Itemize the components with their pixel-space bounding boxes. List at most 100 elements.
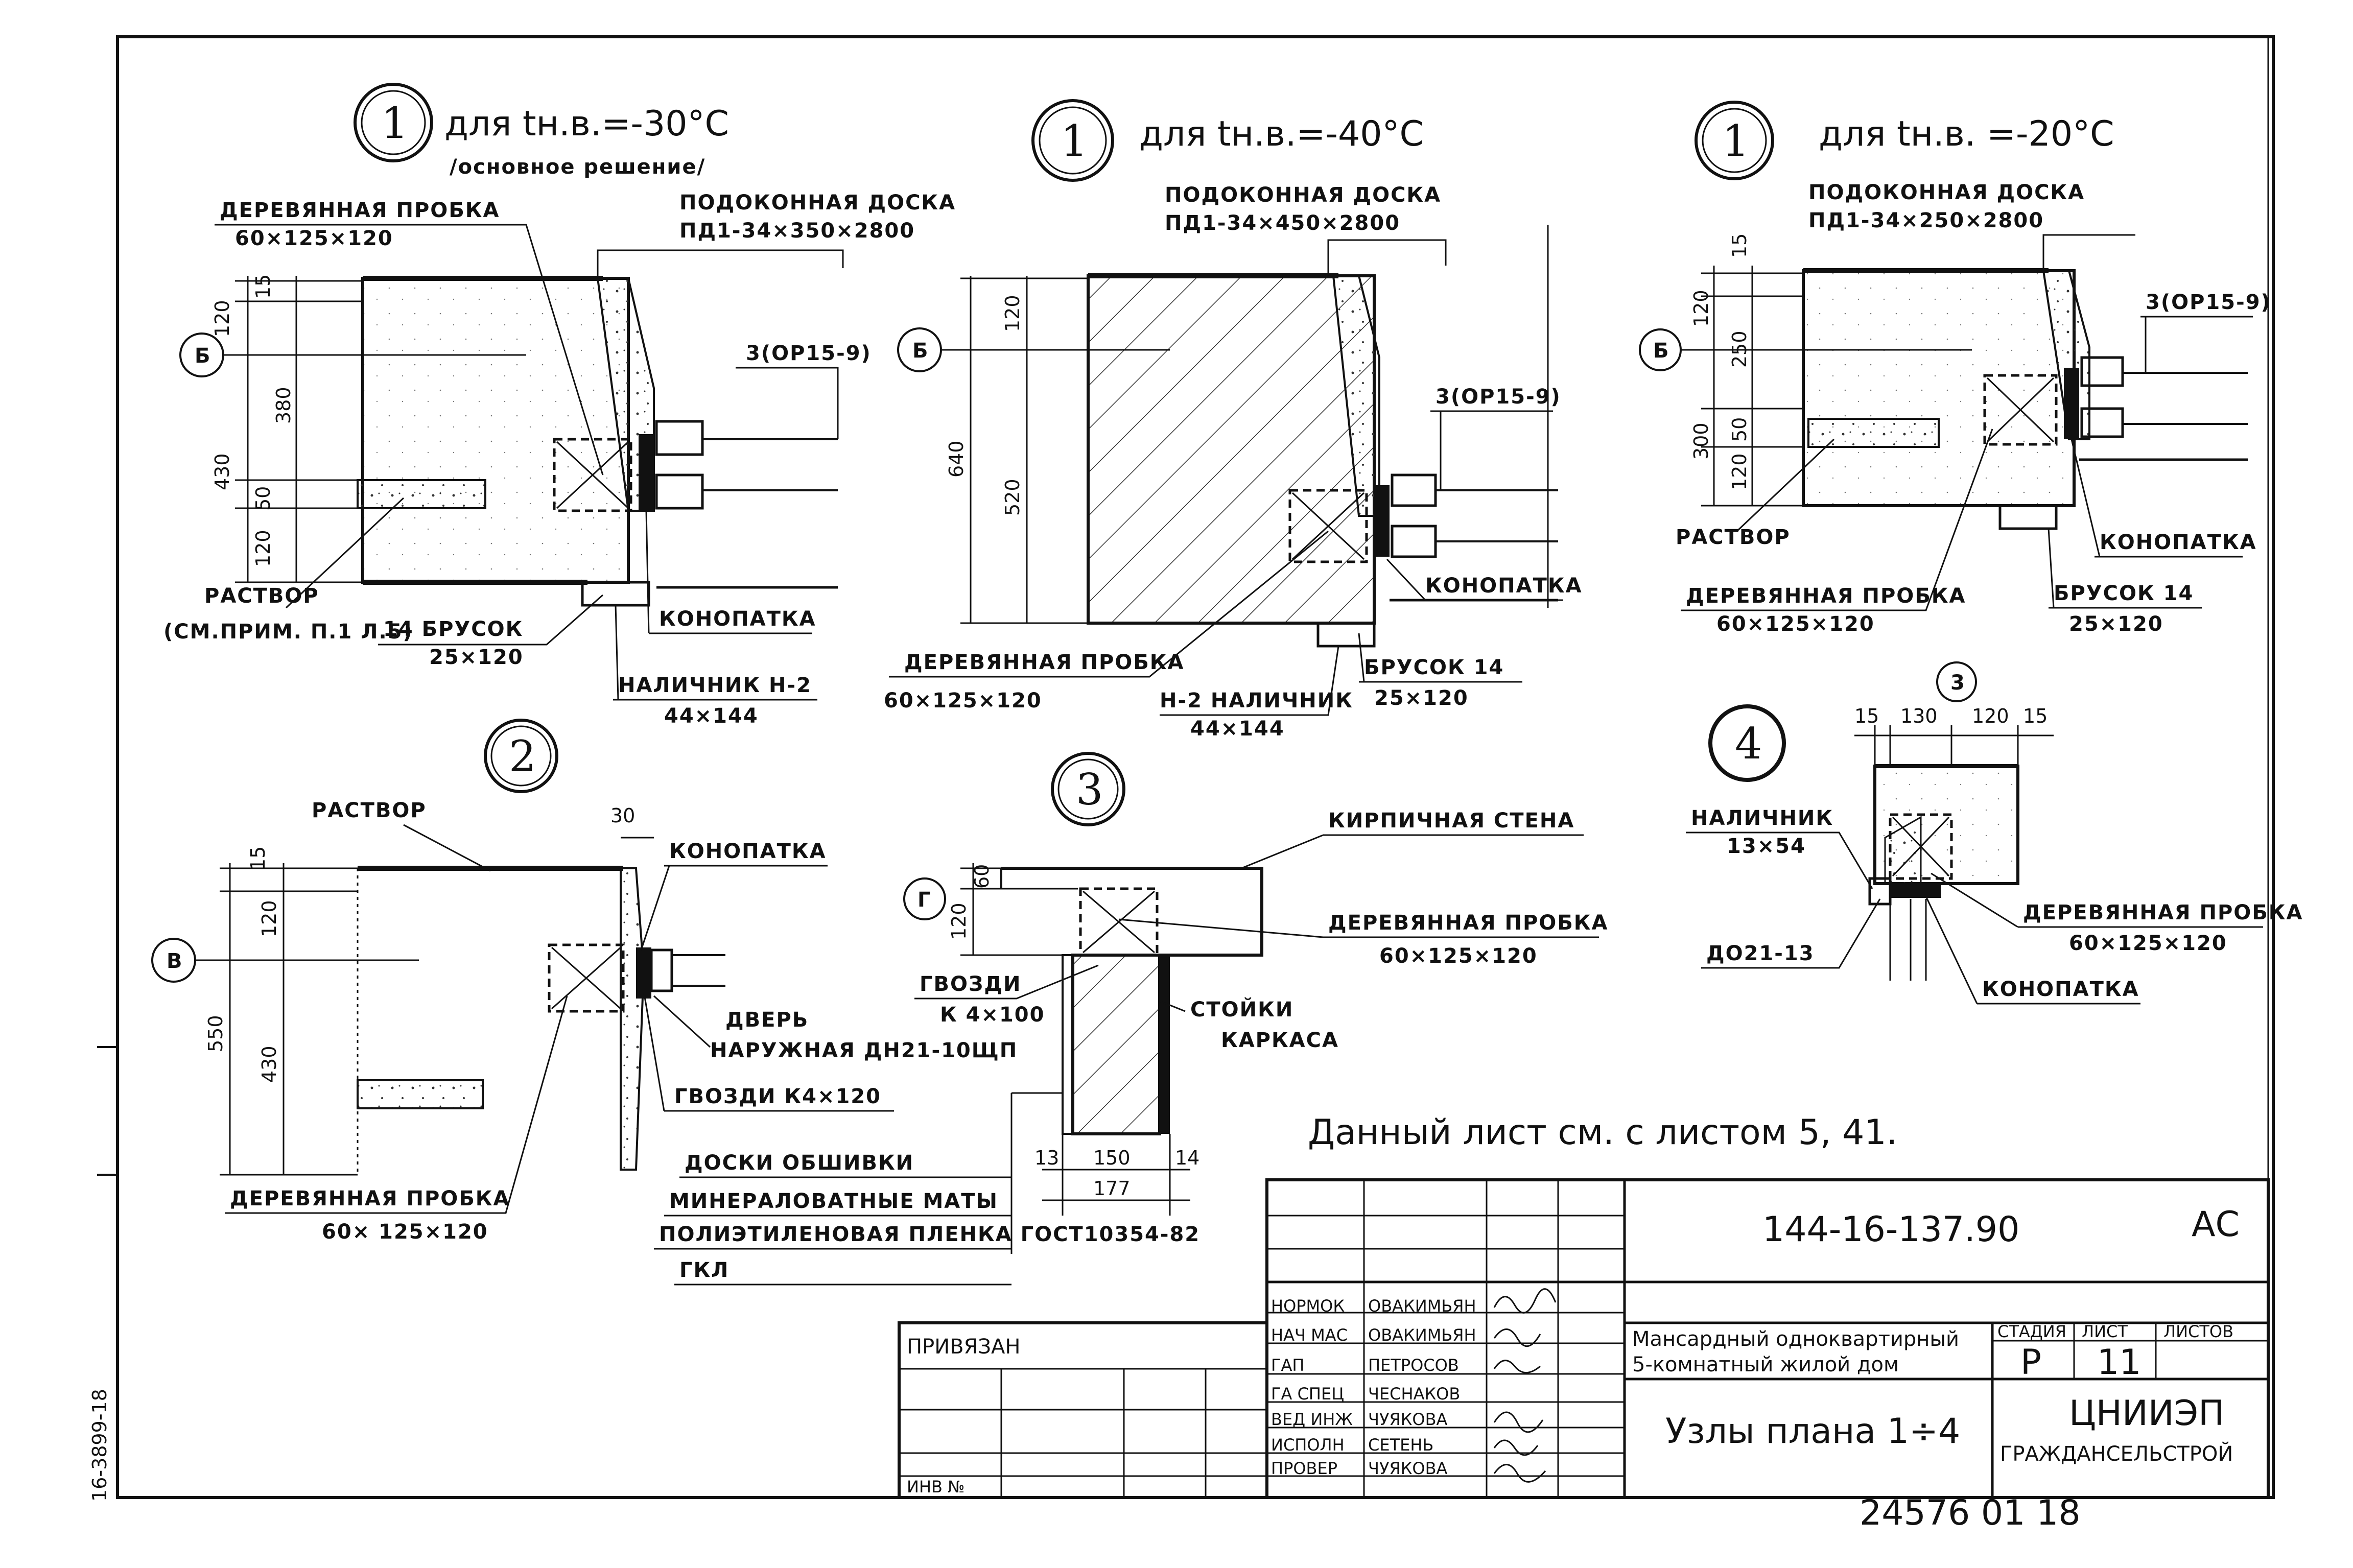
svg-text:130: 130 <box>1900 705 1938 727</box>
svg-text:120: 120 <box>1690 290 1712 327</box>
svg-text:ДЕРЕВЯННАЯ ПРОБКА: ДЕРЕВЯННАЯ ПРОБКА <box>230 1187 510 1210</box>
svg-text:ВЕД ИНЖ: ВЕД ИНЖ <box>1271 1410 1353 1429</box>
detail-title: для tн.в.=-30°С <box>444 104 729 144</box>
svg-text:СЕТЕНЬ: СЕТЕНЬ <box>1368 1435 1433 1455</box>
doc-code: 144-16-137.90 <box>1762 1209 2019 1250</box>
trim-section <box>581 581 650 607</box>
svg-text:ПОДОКОННАЯ ДОСКА: ПОДОКОННАЯ ДОСКА <box>1165 183 1441 207</box>
svg-text:1: 1 <box>1061 116 1088 166</box>
svg-text:КОНОПАТКА: КОНОПАТКА <box>1425 574 1583 598</box>
svg-text:КИРПИЧНАЯ СТЕНА: КИРПИЧНАЯ СТЕНА <box>1328 809 1574 833</box>
detail-1-base: 1 для tн.в.=-30°С /основное решение/ 15 … <box>163 83 956 728</box>
svg-text:ГКЛ: ГКЛ <box>679 1258 729 1282</box>
frame-post <box>1071 954 1161 1135</box>
svg-text:550: 550 <box>204 1015 227 1052</box>
inv-label: ИНВ № <box>907 1477 964 1496</box>
svg-text:ЧЕСНАКОВ: ЧЕСНАКОВ <box>1368 1384 1460 1404</box>
side-stamp: 16-3899-18 <box>88 1389 111 1502</box>
svg-text:ПРОВЕР: ПРОВЕР <box>1271 1459 1337 1478</box>
sheet-note: Данный лист см. с листом 5, 41. <box>1308 1112 1897 1153</box>
svg-text:ЛИСТ: ЛИСТ <box>2082 1322 2128 1341</box>
svg-text:25×120: 25×120 <box>429 646 524 669</box>
svg-text:ДЕРЕВЯННАЯ ПРОБКА: ДЕРЕВЯННАЯ ПРОБКА <box>1686 584 1966 608</box>
mortar-block <box>357 479 486 509</box>
svg-text:ПЕТРОСОВ: ПЕТРОСОВ <box>1368 1356 1459 1375</box>
svg-text:ДВЕРЬ: ДВЕРЬ <box>725 1008 809 1032</box>
svg-text:ЛИСТОВ: ЛИСТОВ <box>2163 1322 2233 1341</box>
svg-text:120: 120 <box>1001 295 1024 332</box>
svg-text:ЧУЯКОВА: ЧУЯКОВА <box>1368 1410 1448 1429</box>
svg-text:120: 120 <box>1972 705 2009 727</box>
plug-label: ДЕРЕВЯННАЯ ПРОБКА <box>220 199 500 222</box>
svg-text:МИНЕРАЛОВАТНЫЕ МАТЫ: МИНЕРАЛОВАТНЫЕ МАТЫ <box>669 1190 998 1213</box>
svg-text:КОНОПАТКА: КОНОПАТКА <box>1982 978 2139 1001</box>
sheet-number: 11 <box>2097 1342 2142 1383</box>
project-line-1: Мансардный одноквартирный <box>1632 1327 1959 1351</box>
svg-text:1: 1 <box>1722 116 1749 166</box>
svg-text:120: 120 <box>252 530 274 567</box>
svg-text:13: 13 <box>1034 1147 1059 1169</box>
svg-text:50: 50 <box>252 486 274 511</box>
svg-text:КОНОПАТКА: КОНОПАТКА <box>669 840 827 863</box>
svg-text:13×54: 13×54 <box>1727 835 1806 858</box>
svg-text:25×120: 25×120 <box>2069 612 2163 636</box>
svg-text:ЧУЯКОВА: ЧУЯКОВА <box>1368 1459 1448 1478</box>
svg-text:ПД1-34×250×2800: ПД1-34×250×2800 <box>1808 209 2044 232</box>
svg-text:ДЕРЕВЯННАЯ ПРОБКА: ДЕРЕВЯННАЯ ПРОБКА <box>904 651 1184 674</box>
svg-text:Б: Б <box>1653 339 1670 363</box>
svg-text:3(ОР15-9): 3(ОР15-9) <box>1436 385 1561 409</box>
svg-text:для tн.в.=-40°С: для tн.в.=-40°С <box>1139 114 1424 154</box>
svg-text:В: В <box>167 949 183 973</box>
svg-text:Н-2 НАЛИЧНИК: Н-2 НАЛИЧНИК <box>1160 689 1353 712</box>
svg-text:К 4×100: К 4×100 <box>940 1003 1045 1027</box>
svg-text:60×125×120: 60×125×120 <box>1716 612 1875 636</box>
detail-1-minus-40: 1 для tн.в.=-40°С 120 640 520 Б ПОДОКОНН… <box>884 99 1583 741</box>
svg-text:44×144: 44×144 <box>1190 717 1285 741</box>
svg-text:520: 520 <box>1001 479 1024 516</box>
wall-section <box>1087 274 1376 625</box>
svg-text:ОВАКИМЬЯН: ОВАКИМЬЯН <box>1368 1325 1476 1345</box>
svg-text:ПД1-34×450×2800: ПД1-34×450×2800 <box>1165 211 1400 235</box>
detail-subtitle: /основное решение/ <box>450 155 705 179</box>
svg-text:ДО21-13: ДО21-13 <box>1706 942 1815 965</box>
svg-text:60: 60 <box>971 864 993 889</box>
dimension-chain <box>235 276 363 583</box>
svg-text:30: 30 <box>610 804 635 827</box>
svg-text:(СМ.ПРИМ. П.1 Л.5): (СМ.ПРИМ. П.1 Л.5) <box>163 620 413 644</box>
caulk-strip <box>639 434 654 511</box>
board-label: ПОДОКОННАЯ ДОСКА <box>679 191 956 215</box>
svg-text:15: 15 <box>247 846 269 871</box>
svg-text:ДЕРЕВЯННАЯ ПРОБКА: ДЕРЕВЯННАЯ ПРОБКА <box>1328 911 1608 935</box>
svg-text:3: 3 <box>1076 765 1103 815</box>
title-block <box>898 1178 2270 1499</box>
svg-text:РАСТВОР: РАСТВОР <box>312 799 427 822</box>
svg-text:15: 15 <box>2023 705 2048 727</box>
bar-label: 14 БРУСОК <box>383 617 523 641</box>
svg-text:15: 15 <box>252 274 274 299</box>
org-line-2: ГРАЖДАНСЕЛЬСТРОЙ <box>2000 1441 2233 1466</box>
svg-text:3: 3 <box>1950 671 1966 695</box>
svg-text:300: 300 <box>1690 422 1712 460</box>
detail-3: 3 60 120 13 150 14 177 Г КИРПИЧНАЯ СТЕНА <box>654 752 1608 1286</box>
svg-text:60×125×120: 60×125×120 <box>1379 944 1538 968</box>
svg-text:КОНОПАТКА: КОНОПАТКА <box>2100 531 2257 554</box>
doc-section: АС <box>2192 1204 2240 1245</box>
svg-text:4: 4 <box>1735 719 1762 769</box>
bottom-stamp: 24576 01 18 <box>1860 1493 2081 1533</box>
svg-text:430: 430 <box>211 453 233 490</box>
project-line-2: 5-комнатный жилой дом <box>1632 1353 1899 1376</box>
svg-text:2: 2 <box>509 731 536 781</box>
svg-text:120: 120 <box>948 902 970 940</box>
svg-text:СТОЙКИ: СТОЙКИ <box>1190 997 1293 1021</box>
svg-text:ИСПОЛН: ИСПОЛН <box>1271 1435 1345 1455</box>
svg-text:60×125×120: 60×125×120 <box>235 227 393 250</box>
svg-text:3(ОР15-9): 3(ОР15-9) <box>746 342 872 365</box>
wood-plug <box>553 438 632 512</box>
svg-text:120: 120 <box>211 300 233 337</box>
svg-text:150: 150 <box>1093 1147 1131 1169</box>
svg-text:ГАП: ГАП <box>1271 1356 1304 1375</box>
svg-text:РАСТВОР: РАСТВОР <box>1676 526 1791 549</box>
svg-text:60× 125×120: 60× 125×120 <box>322 1220 488 1244</box>
stage-value: Р <box>2020 1342 2041 1383</box>
svg-text:3(ОР15-9): 3(ОР15-9) <box>2146 291 2271 314</box>
